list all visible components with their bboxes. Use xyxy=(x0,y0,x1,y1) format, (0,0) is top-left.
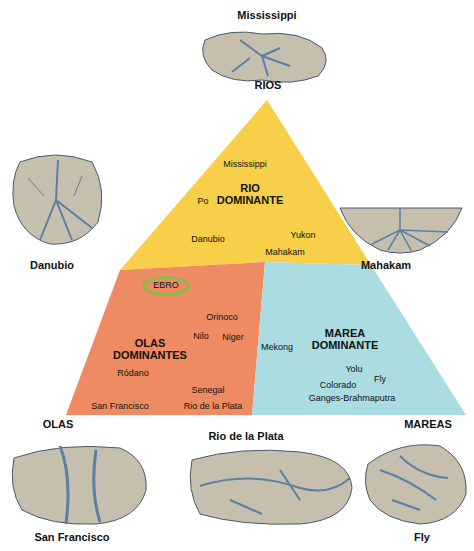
river-name: Fly xyxy=(374,375,386,384)
river-name: Niger xyxy=(222,333,244,342)
river-name: Danubio xyxy=(191,235,225,244)
river-name: Mississippi xyxy=(223,160,267,169)
corner-label: OLAS xyxy=(43,419,74,431)
corner-label: MAREAS xyxy=(404,419,452,431)
region-heading: RIO DOMINANTE xyxy=(210,183,290,206)
river-name: Mahakam xyxy=(265,248,305,257)
river-name: Yukon xyxy=(290,231,315,240)
delta-caption: Mahakam xyxy=(361,260,411,272)
highlight-circle: EBRO xyxy=(142,276,190,296)
river-name: Colorado xyxy=(320,381,357,390)
region-heading: MAREA DOMINANTE xyxy=(304,328,386,351)
delta-caption: Rio de la Plata xyxy=(208,431,283,443)
delta-caption: Mississippi xyxy=(237,10,296,22)
delta-caption: San Francisco xyxy=(34,532,109,544)
river-name: Po xyxy=(197,197,208,206)
river-name: Ganges-Brahmaputra xyxy=(309,394,396,403)
river-name: Rio de la Plata xyxy=(184,402,243,411)
river-name: Nilo xyxy=(193,332,209,341)
delta-caption: Danubio xyxy=(30,260,74,272)
river-name: Orinoco xyxy=(206,313,238,322)
delta-caption: Fly xyxy=(414,532,430,544)
river-name: Yolu xyxy=(345,365,362,374)
river-name: Mekong xyxy=(261,343,293,352)
river-name: Ródano xyxy=(117,369,149,378)
corner-label: RIOS xyxy=(255,80,282,92)
river-name: Senegal xyxy=(191,386,224,395)
river-name: EBRO xyxy=(153,281,179,290)
river-name: San Francisco xyxy=(91,402,149,411)
region-heading: OLAS DOMINANTES xyxy=(104,338,196,361)
